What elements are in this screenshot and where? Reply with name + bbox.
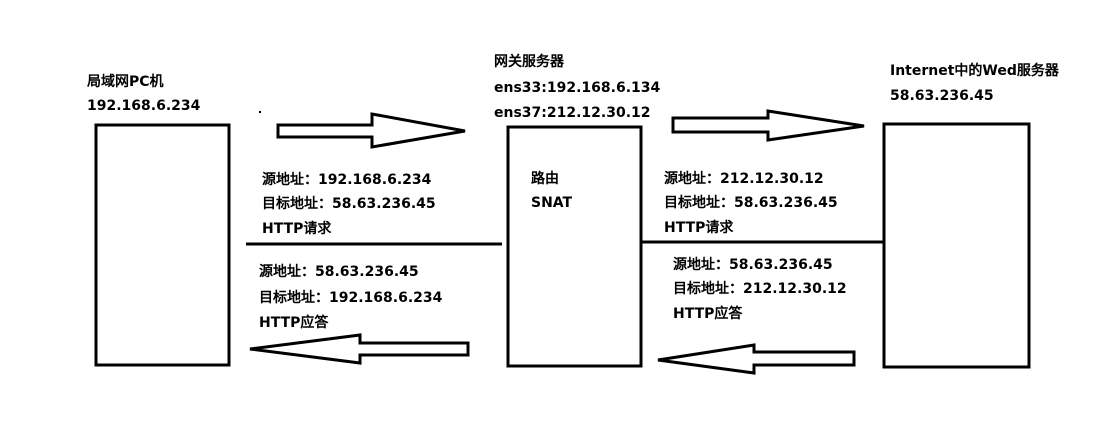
gateway-title: 网关服务器 — [494, 54, 564, 70]
right-response-dst: 目标地址：212.12.30.12 — [673, 281, 847, 297]
left-response-proto: HTTP应答 — [259, 315, 329, 331]
gateway-iface-ens37: ens37:212.12.30.12 — [494, 105, 651, 121]
gateway-iface-ens33: ens33:192.168.6.134 — [494, 80, 661, 96]
pc-box — [94, 123, 231, 367]
left-request-arrow — [276, 112, 466, 149]
right-request-dst: 目标地址：58.63.236.45 — [664, 195, 838, 211]
pc-title: 局域网PC机 — [87, 74, 164, 90]
stray-dot — [259, 111, 261, 113]
left-response-dst: 目标地址：192.168.6.234 — [259, 290, 443, 306]
left-request-proto: HTTP请求 — [262, 221, 332, 237]
left-response-arrow — [249, 333, 470, 365]
right-request-arrow — [671, 109, 865, 142]
pc-ip: 192.168.6.234 — [87, 98, 201, 114]
gateway-box-snat-label: SNAT — [531, 195, 573, 211]
web-server-title: Internet中的Wed服务器 — [890, 63, 1059, 79]
web-server-box — [882, 122, 1031, 369]
right-request-src: 源地址：212.12.30.12 — [664, 171, 824, 187]
gateway-box — [506, 125, 643, 368]
right-response-arrow — [657, 343, 856, 375]
right-response-src: 源地址：58.63.236.45 — [673, 257, 833, 273]
left-request-src: 源地址：192.168.6.234 — [262, 172, 432, 188]
right-request-proto: HTTP请求 — [664, 220, 734, 236]
right-response-proto: HTTP应答 — [673, 306, 743, 322]
left-response-src: 源地址：58.63.236.45 — [259, 264, 419, 280]
gateway-box-route-label: 路由 — [531, 171, 559, 187]
left-request-dst: 目标地址：58.63.236.45 — [262, 196, 436, 212]
web-server-ip: 58.63.236.45 — [890, 88, 994, 104]
